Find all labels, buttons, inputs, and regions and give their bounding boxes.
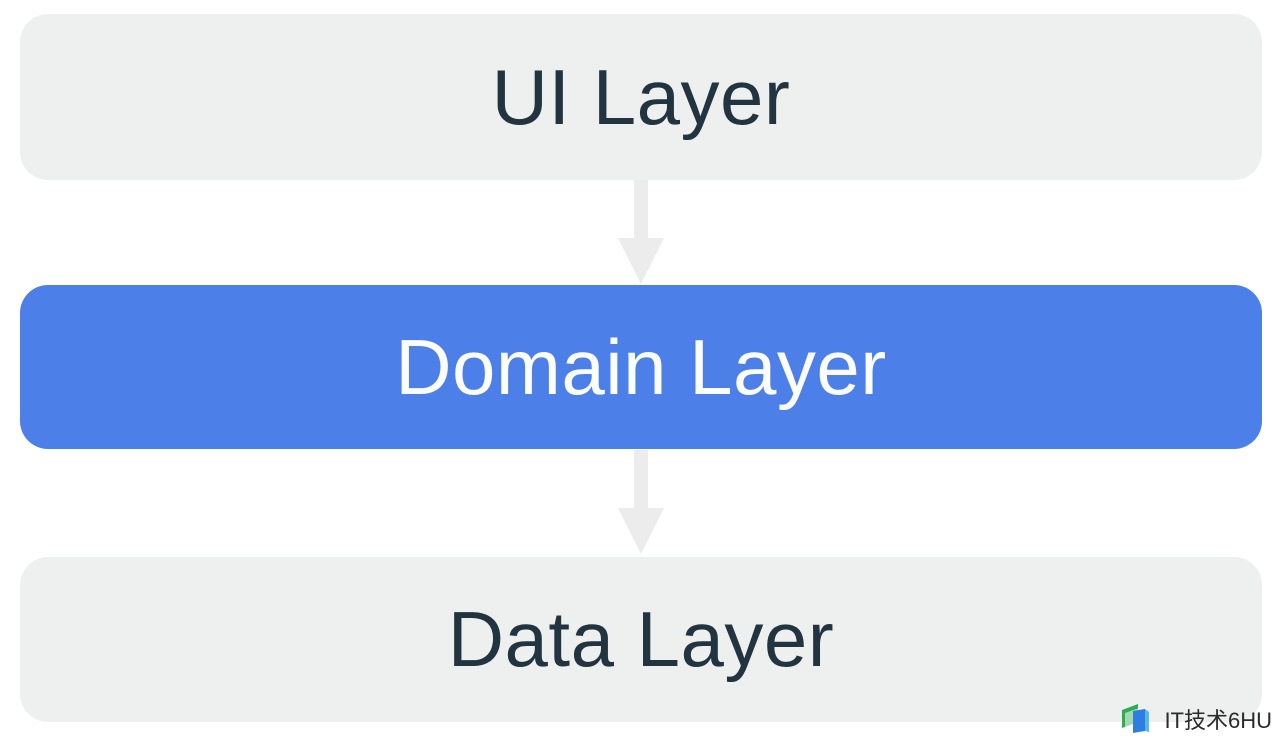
arrow-down-icon (608, 450, 674, 554)
arrow-head (618, 238, 664, 284)
ui-layer-box: UI Layer (20, 14, 1262, 180)
book-icon (1122, 704, 1150, 733)
watermark: IT技术6HU (1121, 703, 1272, 735)
arrow-tail (634, 450, 648, 512)
watermark-text: IT技术6HU (1164, 708, 1272, 733)
domain-layer-box: Domain Layer (20, 285, 1262, 449)
arrow-head (618, 508, 664, 554)
domain-layer-label: Domain Layer (395, 322, 887, 411)
data-layer-box: Data Layer (20, 557, 1262, 722)
ui-layer-label: UI Layer (491, 52, 791, 141)
arrow-down-icon (608, 180, 674, 284)
data-layer-label: Data Layer (447, 595, 835, 683)
arrow-tail (634, 180, 648, 242)
